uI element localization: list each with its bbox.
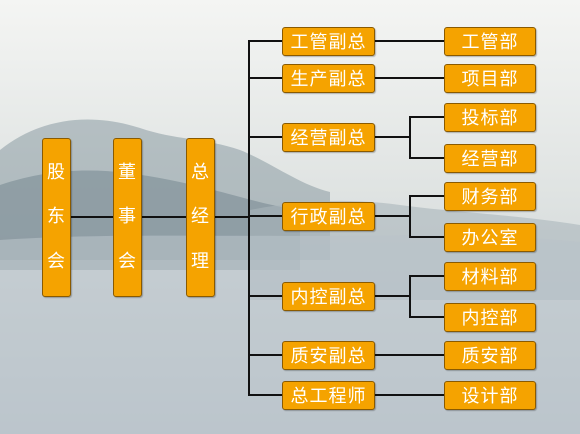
connector-gm-trunk [215,216,250,218]
node-char: 会 [118,250,137,272]
node-board: 董事会 [113,138,142,297]
node-char: 理 [191,250,210,272]
connector-vp-branch [375,295,409,297]
node-char: 董 [118,162,137,184]
vp-box: 总工程师 [282,380,375,410]
connector-trunk-vp [248,40,282,42]
connector-vp-dept [375,77,444,79]
connector-trunk-vp [248,77,282,79]
node-char: 东 [47,206,66,228]
vp-box: 质安副总 [282,340,375,370]
connector-vp-dept [375,354,444,356]
connector-vp-dept [375,394,444,396]
node-char: 总 [191,162,210,184]
connector-trunk-vp [248,215,282,217]
node-char: 经 [191,206,210,228]
connector-shareholders-board [71,216,113,218]
department-box: 工管部 [444,26,536,56]
node-char: 会 [47,250,66,272]
department-box: 项目部 [444,63,536,93]
department-box: 投标部 [444,102,536,132]
connector-vp-branch [375,215,409,217]
connector-trunk-vp [248,394,282,396]
connector-branch-dept [409,195,444,197]
department-box: 经营部 [444,143,536,173]
connector-trunk-vp [248,354,282,356]
department-box: 质安部 [444,340,536,370]
node-gm: 总经理 [186,138,215,297]
department-box: 设计部 [444,380,536,410]
vp-box: 内控副总 [282,281,375,311]
connector-vp-dept [375,40,444,42]
connector-branch-dept [409,116,444,118]
department-box: 内控部 [444,302,536,332]
vp-box: 生产副总 [282,63,375,93]
node-char: 事 [118,206,137,228]
department-box: 办公室 [444,222,536,252]
connector-branch-dept [409,316,444,318]
node-char: 股 [47,162,66,184]
node-shareholders: 股东会 [42,138,71,297]
connector-branch-vertical [409,116,411,159]
connector-branch-dept [409,236,444,238]
connector-main-trunk [248,40,250,396]
vp-box: 工管副总 [282,26,375,56]
connector-branch-vertical [409,195,411,238]
connector-branch-dept [409,157,444,159]
department-box: 财务部 [444,181,536,211]
vp-box: 行政副总 [282,201,375,231]
connector-trunk-vp [248,295,282,297]
connector-branch-vertical [409,275,411,318]
connector-board-gm [142,216,186,218]
vp-box: 经营副总 [282,122,375,152]
connector-trunk-vp [248,136,282,138]
connector-vp-branch [375,136,409,138]
department-box: 材料部 [444,261,536,291]
connector-branch-dept [409,275,444,277]
